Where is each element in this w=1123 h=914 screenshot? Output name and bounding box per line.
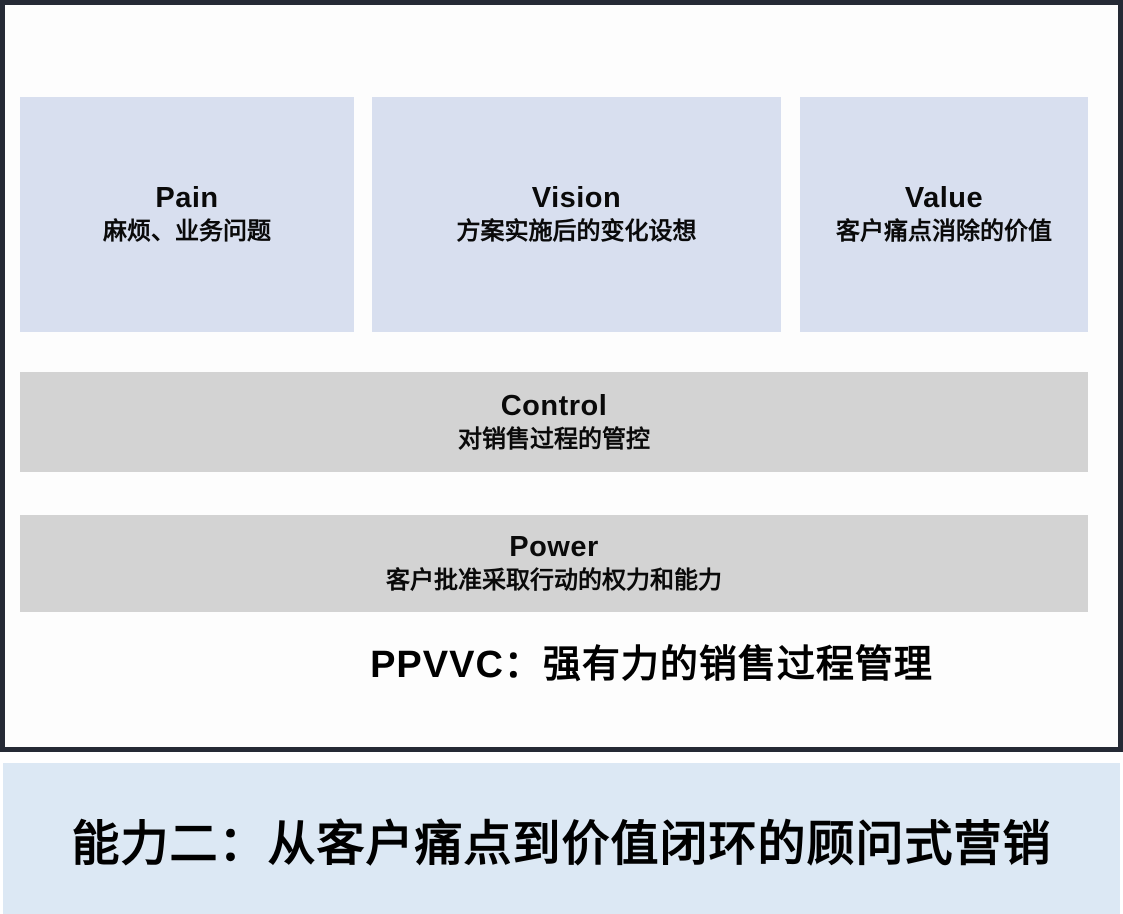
pain-title: Pain (155, 182, 219, 215)
control-subtitle: 对销售过程的管控 (458, 425, 650, 453)
value-title: Value (904, 182, 984, 215)
vision-subtitle: 方案实施后的变化设想 (456, 218, 697, 246)
vision-box: Vision 方案实施后的变化设想 (372, 97, 781, 332)
control-title: Control (500, 389, 608, 422)
value-box: Value 客户痛点消除的价值 (800, 97, 1088, 332)
control-box: Control 对销售过程的管控 (20, 372, 1088, 472)
capability-banner-text: 能力二：从客户痛点到价值闭环的顾问式营销 (71, 817, 1052, 871)
vision-title: Vision (531, 182, 622, 215)
pain-box: Pain 麻烦、业务问题 (20, 97, 354, 332)
ppvvc-diagram-frame: Pain 麻烦、业务问题 Vision 方案实施后的变化设想 Value 客户痛… (0, 0, 1123, 752)
ppvvc-caption: PPVVC：强有力的销售过程管理 (370, 644, 933, 686)
power-subtitle: 客户批准采取行动的权力和能力 (386, 567, 722, 595)
power-title: Power (509, 531, 599, 564)
power-box: Power 客户批准采取行动的权力和能力 (20, 515, 1088, 612)
pain-subtitle: 麻烦、业务问题 (103, 218, 271, 246)
value-subtitle: 客户痛点消除的价值 (836, 218, 1052, 246)
capability-banner: 能力二：从客户痛点到价值闭环的顾问式营销 (3, 763, 1120, 914)
